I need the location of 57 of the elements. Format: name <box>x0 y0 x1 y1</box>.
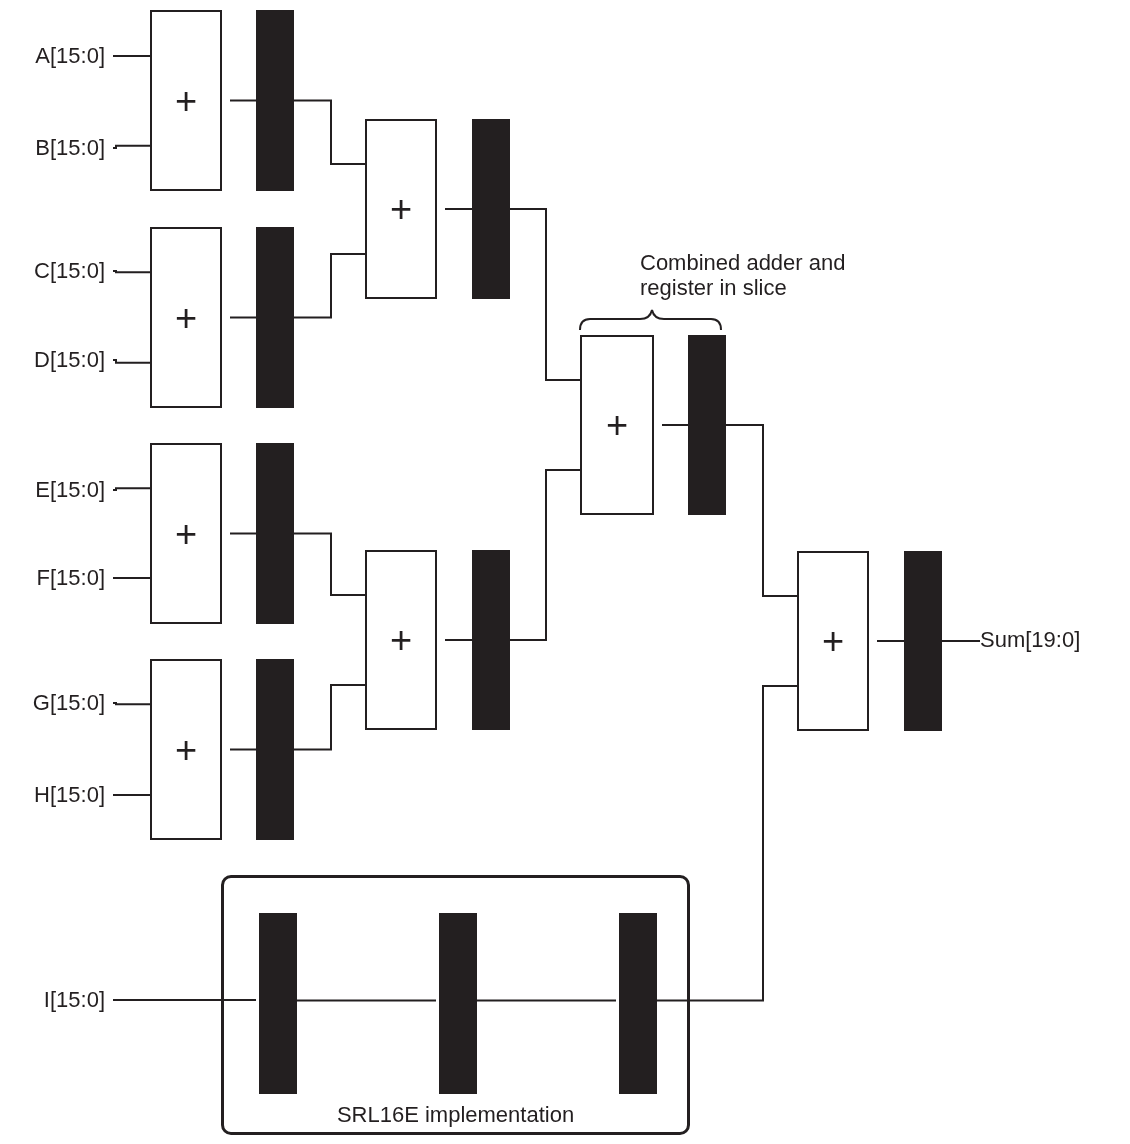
wire <box>112 999 257 1001</box>
annotation-text: Combined adder and register in slice <box>640 250 847 301</box>
wire <box>112 794 151 796</box>
register-bar <box>256 227 294 408</box>
wire <box>293 253 366 319</box>
signal-name: Sum[19:0] <box>980 627 1120 653</box>
wire <box>509 469 581 641</box>
register-bar <box>688 335 726 515</box>
register-bar <box>472 119 510 299</box>
adder-box: + <box>580 335 654 515</box>
signal-name: I[15:0] <box>0 987 105 1013</box>
wire <box>509 208 581 381</box>
signal-name: G[15:0] <box>0 690 105 716</box>
wire <box>229 316 257 319</box>
register-bar <box>256 443 294 624</box>
adder-box: + <box>365 119 437 299</box>
register-bar <box>619 913 657 1094</box>
wire <box>112 270 151 274</box>
adder-box: + <box>150 443 222 624</box>
signal-name: C[15:0] <box>0 258 105 284</box>
signal-name: D[15:0] <box>0 347 105 373</box>
group-frame <box>221 875 690 1135</box>
wire <box>444 639 473 641</box>
wire <box>112 144 151 149</box>
wire <box>941 640 981 642</box>
register-bar <box>256 659 294 840</box>
adder-box: + <box>797 551 869 731</box>
signal-name: F[15:0] <box>0 565 105 591</box>
signal-name: E[15:0] <box>0 477 105 503</box>
wire <box>293 532 366 596</box>
wire <box>112 702 151 706</box>
wire <box>229 748 257 751</box>
wire <box>229 532 257 535</box>
wire <box>293 684 366 751</box>
adder-box: + <box>150 227 222 408</box>
wire <box>293 99 366 165</box>
wire <box>112 55 151 57</box>
wire <box>661 424 689 426</box>
signal-name: B[15:0] <box>0 135 105 161</box>
register-bar <box>256 10 294 191</box>
wire <box>229 99 257 102</box>
signal-name: H[15:0] <box>0 782 105 808</box>
wire <box>876 640 905 642</box>
register-bar <box>472 550 510 730</box>
wire <box>444 208 473 210</box>
wire <box>725 424 798 597</box>
signal-name: A[15:0] <box>0 43 105 69</box>
adder-box: + <box>365 550 437 730</box>
wire <box>112 487 151 491</box>
register-bar <box>904 551 942 731</box>
group-title: SRL16E implementation <box>335 1104 576 1126</box>
adder-box: + <box>150 10 222 191</box>
wire <box>112 359 151 364</box>
wire <box>112 577 151 579</box>
adder-box: + <box>150 659 222 840</box>
register-bar <box>259 913 297 1094</box>
register-bar <box>439 913 477 1094</box>
